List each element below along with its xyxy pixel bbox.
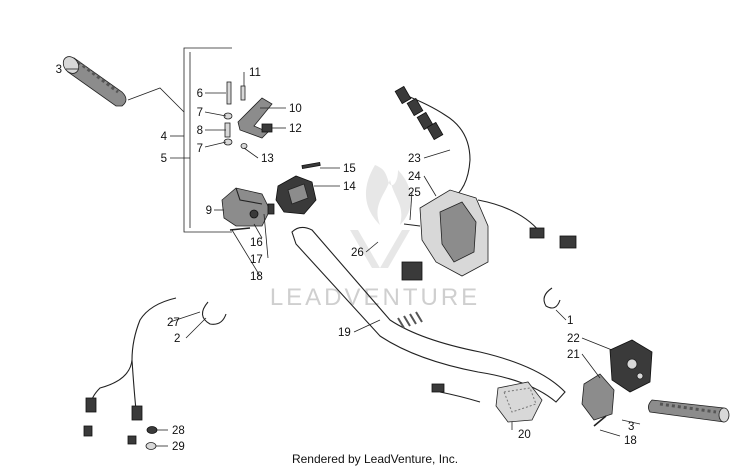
callout-27: 27: [167, 317, 180, 329]
callout-29: 29: [172, 441, 185, 453]
callout-7-b: 7: [197, 143, 203, 155]
grip-leader: [127, 87, 185, 113]
callout-25: 25: [408, 187, 421, 199]
small-hardware: [223, 81, 248, 149]
callout-10: 10: [289, 103, 302, 115]
callout-21: 21: [567, 349, 580, 361]
callout-14: 14: [343, 181, 356, 193]
watermark-logo: [350, 165, 412, 268]
callout-7-a: 7: [197, 107, 203, 119]
callout-16: 16: [250, 237, 263, 249]
callout-3-right: 3: [628, 421, 634, 433]
callout-20: 20: [518, 429, 531, 441]
right-switch-housing: [581, 339, 653, 421]
lever: [237, 97, 273, 139]
callout-6: 6: [197, 88, 203, 100]
callout-24: 24: [408, 171, 421, 183]
callout-22: 22: [567, 333, 580, 345]
cable-assembly: [83, 297, 177, 445]
right-control-housing: [401, 189, 489, 281]
clamp-right: [543, 287, 561, 309]
small-rings: [145, 426, 158, 450]
callout-23: 23: [408, 153, 421, 165]
footer-credit: Rendered by LeadVenture, Inc.: [291, 452, 459, 466]
callout-8: 8: [197, 125, 203, 137]
callout-19: 19: [338, 327, 351, 339]
left-grip: [62, 56, 127, 107]
callout-26: 26: [351, 247, 364, 259]
callout-28: 28: [172, 425, 185, 437]
callout-12: 12: [289, 123, 302, 135]
clamp-left: [201, 301, 227, 325]
bracket-frame: [183, 47, 232, 233]
callout-3-left: 3: [56, 64, 62, 76]
callout-2: 2: [174, 333, 180, 345]
callout-labels: 3 11 6 10 7 8 12 4 7 5 13 15 14 9 16 17 …: [56, 64, 637, 453]
callout-4: 4: [161, 131, 168, 143]
screws: [229, 227, 607, 427]
callout-5: 5: [161, 153, 167, 165]
wiring-harness: [394, 85, 577, 249]
heater-element: [431, 381, 543, 423]
callout-11: 11: [249, 67, 261, 79]
callout-9: 9: [206, 205, 212, 217]
callout-leaders: [66, 68, 641, 447]
right-grip: [648, 399, 730, 423]
callout-17: 17: [250, 254, 263, 266]
callout-15: 15: [343, 163, 356, 175]
watermark-text: LEADVENTURE: [270, 284, 480, 311]
callout-18-right: 18: [624, 435, 637, 447]
callout-1: 1: [567, 315, 573, 327]
throttle-housing: [275, 161, 321, 215]
left-switch-housing: [221, 187, 275, 227]
callout-13: 13: [261, 153, 274, 165]
callout-18-left: 18: [250, 271, 263, 283]
handlebar: [291, 226, 566, 403]
